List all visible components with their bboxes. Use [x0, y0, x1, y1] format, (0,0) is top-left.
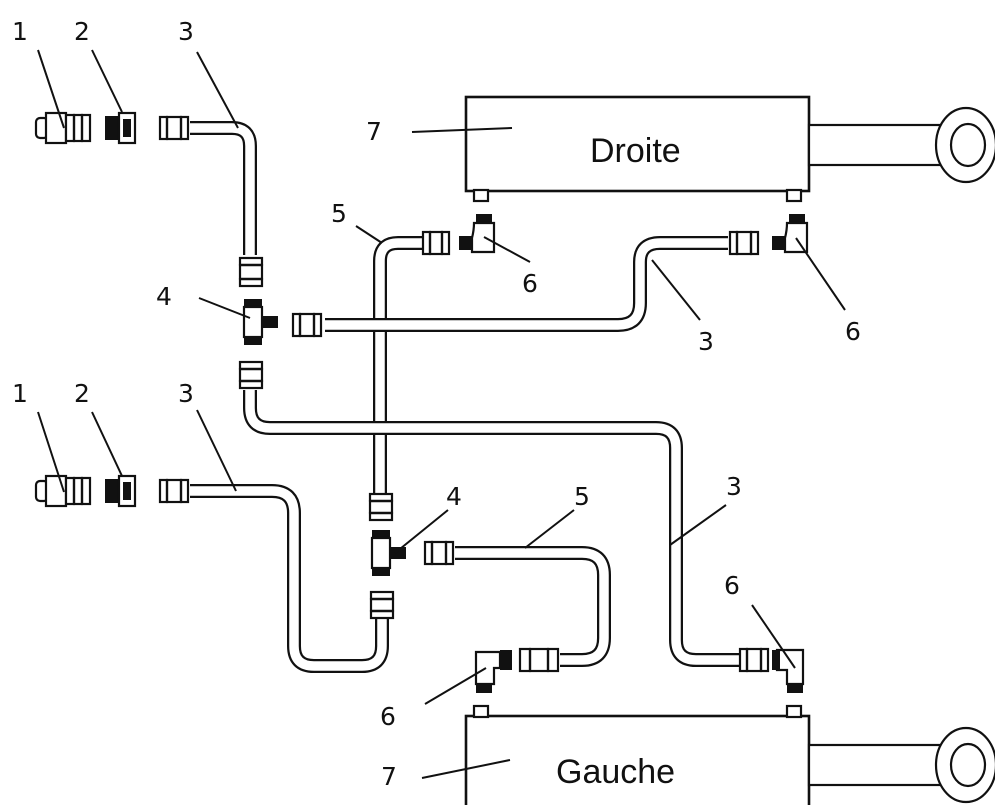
- elbow-right-a: [459, 214, 496, 254]
- callout-elbow-left-b: 6: [724, 571, 740, 600]
- cylinder-left: Gauche: [464, 704, 995, 805]
- callout-hose-right: 3: [698, 327, 714, 356]
- quick-coupler-top: [34, 111, 92, 145]
- hose-top: [190, 121, 257, 255]
- cylinder-left-label: Gauche: [556, 753, 675, 791]
- callout-tee-top: 4: [156, 282, 172, 311]
- tee-top: [242, 299, 278, 345]
- callout-coupler-bottom: 1: [12, 379, 28, 408]
- leader-lines: [37, 49, 846, 779]
- elbow-left-a: [474, 650, 512, 693]
- callout-cylinder-left: 7: [381, 762, 397, 791]
- callout-adapter-top: 2: [74, 17, 90, 46]
- callout-elbow-left-a: 6: [380, 702, 396, 731]
- tee-bottom: [370, 530, 406, 576]
- callout-hose-bottom: 3: [178, 379, 194, 408]
- callout-hose-left-loop: 5: [574, 482, 590, 511]
- adapter-bottom: [105, 474, 137, 508]
- callout-tee-bottom: 4: [446, 482, 462, 511]
- callout-coupler-top: 1: [12, 17, 28, 46]
- callout-numbers: 1 2 3 4 5 6 3 6 7 1 2 3 4 5 3 6 6 7: [12, 17, 861, 791]
- hose-bottom: [190, 484, 389, 673]
- callout-adapter-bottom: 2: [74, 379, 90, 408]
- callout-elbow-right-a: 6: [522, 269, 538, 298]
- elbow-left-b: [772, 648, 805, 693]
- hose-long: [243, 390, 740, 667]
- callout-elbow-right-b: 6: [845, 317, 861, 346]
- cylinder-right: Droite: [464, 95, 995, 203]
- callout-cylinder-right: 7: [366, 117, 382, 146]
- hose-end-nuts: [158, 115, 770, 673]
- callout-hose-cross: 5: [331, 199, 347, 228]
- adapter-top: [105, 111, 137, 145]
- hose-left-loop: [455, 546, 611, 667]
- callout-hose-long: 3: [726, 472, 742, 501]
- callout-hose-top: 3: [178, 17, 194, 46]
- hose-cross: [373, 236, 425, 495]
- cylinder-right-label: Droite: [590, 132, 681, 170]
- hose-right: [325, 236, 728, 332]
